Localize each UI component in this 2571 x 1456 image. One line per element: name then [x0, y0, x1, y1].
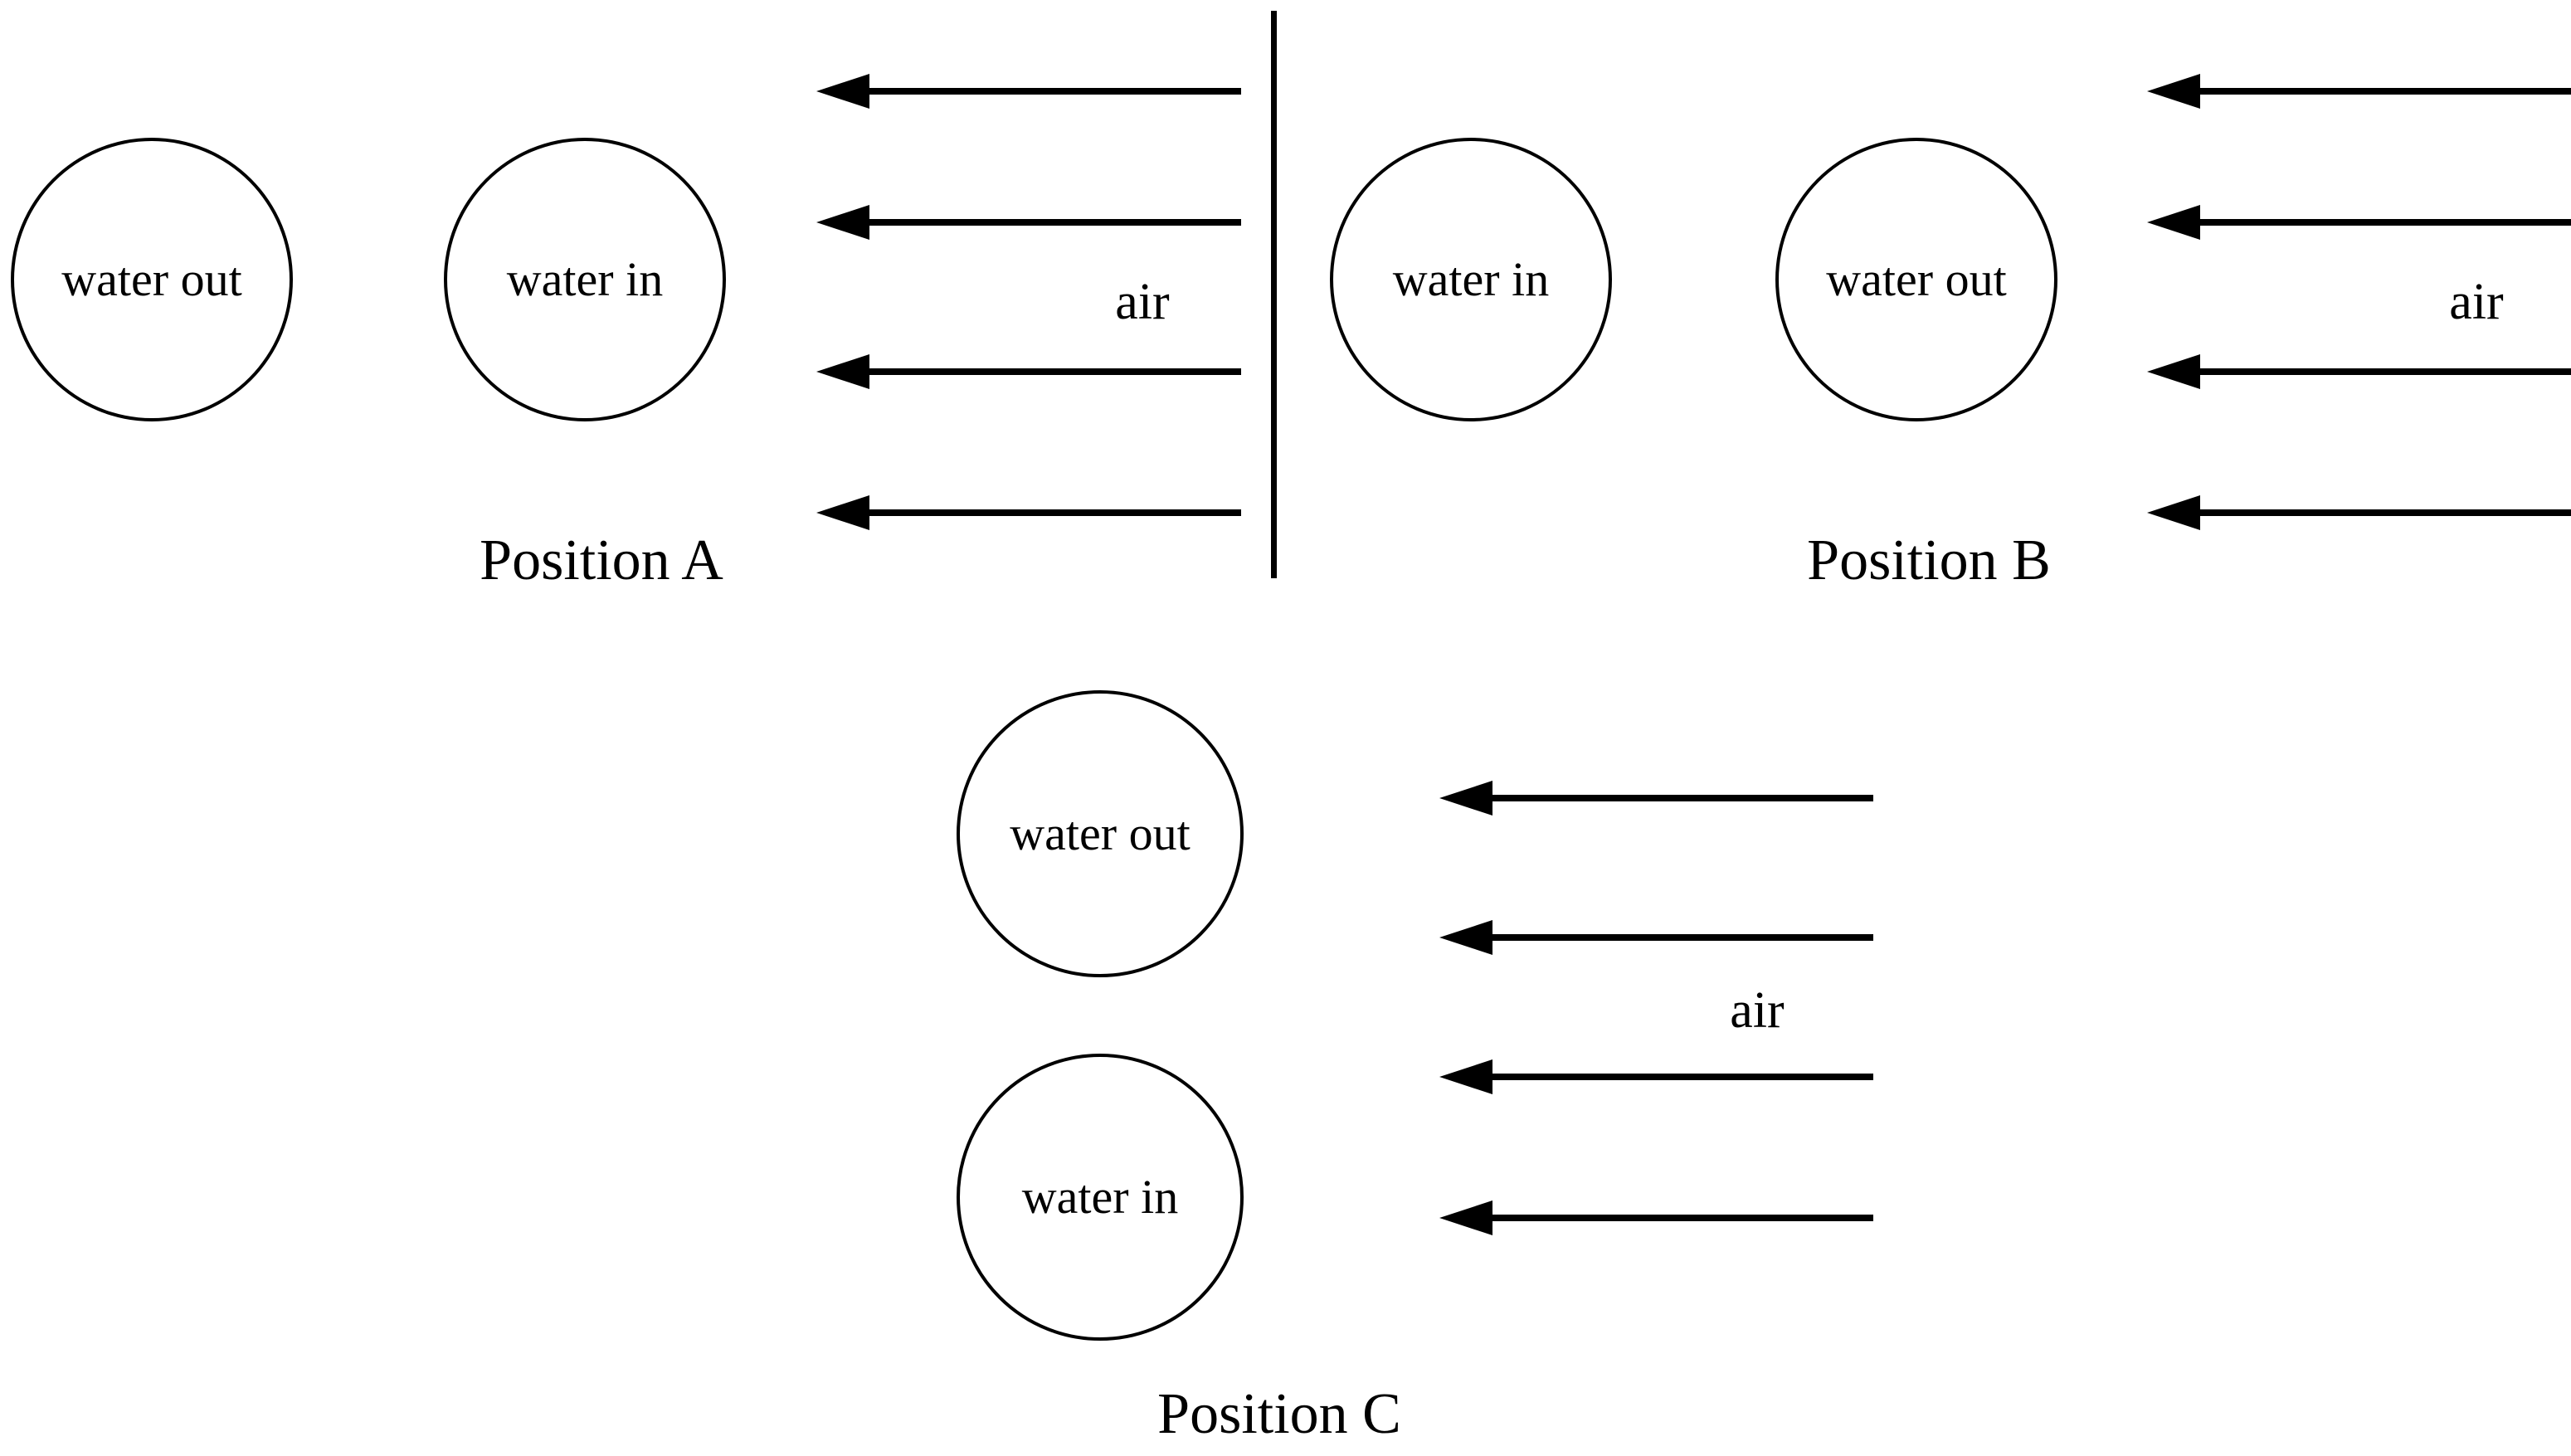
position-label-position-c: Position C: [1157, 1382, 1401, 1446]
arrow-shaft: [1464, 1074, 1873, 1080]
arrow-head-left-icon: [816, 74, 869, 109]
arrow-head-left-icon: [2147, 205, 2200, 240]
arrow-shaft: [1464, 934, 1873, 941]
arrow-shaft: [2172, 88, 2571, 95]
position-label-position-a: Position A: [480, 528, 723, 592]
arrow-head-left-icon: [816, 205, 869, 240]
arrow-head-left-icon: [1439, 1200, 1492, 1235]
arrow-shaft: [2172, 368, 2571, 375]
arrow-shaft: [2172, 219, 2571, 226]
node-label-c-water-out: water out: [1010, 806, 1191, 860]
node-label-c-water-in: water in: [1021, 1170, 1179, 1224]
arrow-head-left-icon: [1439, 1059, 1492, 1094]
node-label-b-water-out: water out: [1826, 252, 2007, 306]
position-label-position-b: Position B: [1807, 528, 2051, 592]
arrow-head-left-icon: [2147, 74, 2200, 109]
arrow-head-left-icon: [2147, 354, 2200, 389]
arrow-head-left-icon: [816, 354, 869, 389]
node-label-a-water-out: water out: [61, 252, 242, 306]
node-label-a-water-in: water in: [506, 252, 664, 306]
node-label-b-water-in: water in: [1392, 252, 1550, 306]
node-a-water-in: water in: [444, 138, 726, 421]
arrow-head-left-icon: [816, 495, 869, 530]
air-label-position-c: air: [1730, 982, 1785, 1039]
arrow-shaft: [841, 219, 1241, 226]
air-label-position-b: air: [2449, 274, 2504, 330]
arrow-shaft: [2172, 509, 2571, 516]
arrow-head-left-icon: [1439, 920, 1492, 955]
arrow-shaft: [1464, 1215, 1873, 1221]
node-b-water-out: water out: [1775, 138, 2057, 421]
arrow-head-left-icon: [1439, 781, 1492, 816]
arrow-shaft: [841, 88, 1241, 95]
air-label-position-a: air: [1115, 274, 1170, 330]
arrow-shaft: [841, 368, 1241, 375]
arrow-head-left-icon: [2147, 495, 2200, 530]
node-c-water-out: water out: [957, 690, 1244, 977]
arrow-shaft: [1464, 795, 1873, 801]
vertical-divider: [1271, 11, 1277, 578]
node-b-water-in: water in: [1330, 138, 1612, 421]
node-c-water-in: water in: [957, 1054, 1244, 1341]
arrow-shaft: [841, 509, 1241, 516]
node-a-water-out: water out: [11, 138, 293, 421]
